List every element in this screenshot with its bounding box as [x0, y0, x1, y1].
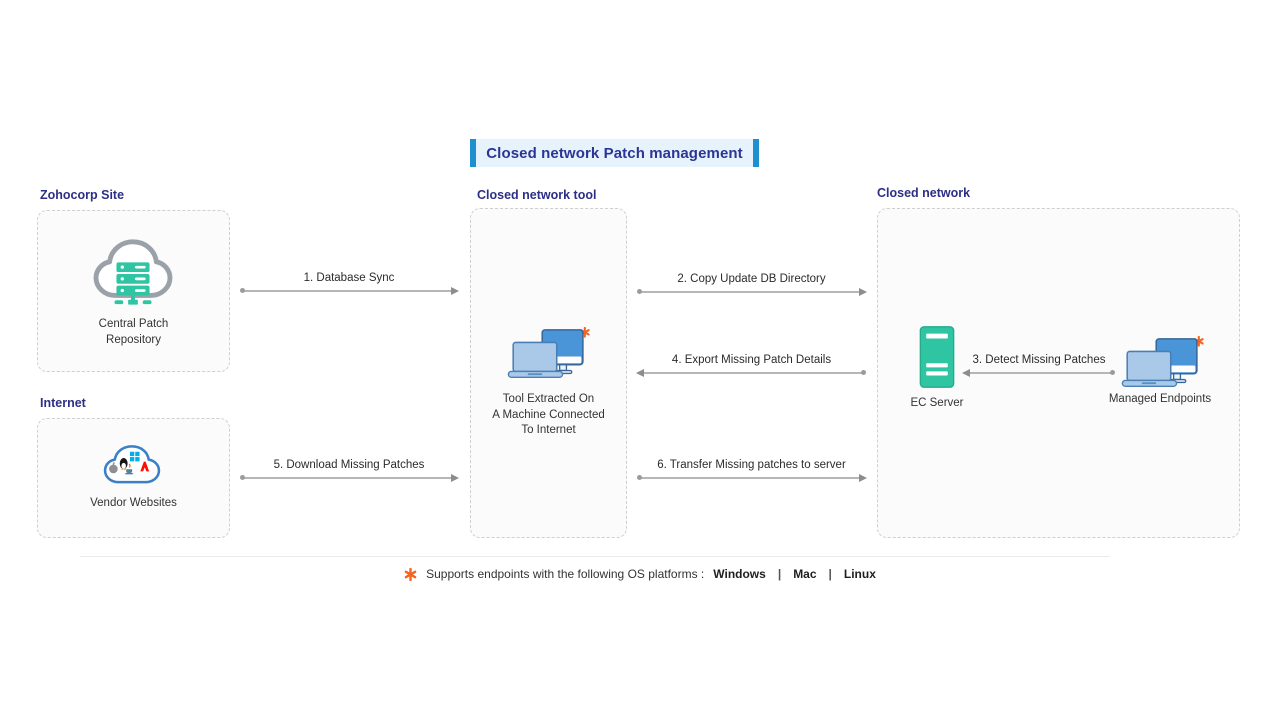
adobe-logo: [140, 461, 150, 472]
footer-note: Supports endpoints with the following OS…: [0, 567, 1280, 581]
arrow-tail-dot: [1110, 370, 1115, 376]
arrow-line: [639, 291, 864, 293]
arrow-line: [242, 477, 456, 479]
arrow-tail-dot: [240, 475, 245, 481]
asterisk-icon: [404, 567, 417, 581]
arrow-download-missing-patches: 5. Download Missing Patches: [240, 459, 459, 482]
arrow-tail-dot: [861, 370, 866, 376]
arrow-tail-dot: [637, 289, 642, 295]
platform-separator: |: [828, 567, 832, 581]
internet-heading: Internet: [40, 396, 86, 410]
arrow-tail-dot: [240, 288, 245, 294]
laptop-monitor-icon: [507, 326, 591, 391]
zohocorp-site-heading: Zohocorp Site: [40, 188, 125, 202]
arrow-head: [859, 473, 867, 482]
tool-extracted-label: Tool Extracted On A Machine Connected To…: [492, 393, 605, 437]
arrow-label: 3. Detect Missing Patches: [972, 354, 1106, 366]
arrow-copy-update-db: 2. Copy Update DB Directory: [637, 273, 867, 296]
arrow-line: [242, 290, 456, 292]
platform-mac: Mac: [793, 567, 817, 581]
title-right-bar: [753, 139, 759, 167]
closed-network-heading: Closed network: [877, 186, 971, 200]
arrow-detect-missing-patches: 3. Detect Missing Patches: [962, 354, 1115, 377]
arrow-label: 1. Database Sync: [303, 272, 395, 284]
arrow-transfer-missing-patches: 6. Transfer Missing patches to server: [637, 459, 867, 482]
laptop-monitor-icon: [1121, 335, 1205, 400]
diagram-title: Closed network Patch management: [486, 144, 743, 162]
platform-separator: |: [777, 567, 782, 581]
arrow-head: [962, 368, 970, 377]
arrow-label: 5. Download Missing Patches: [273, 459, 425, 471]
footer-note-text: Supports endpoints with the following OS…: [426, 567, 705, 581]
platform-windows: Windows: [713, 567, 766, 581]
arrow-label: 2. Copy Update DB Directory: [677, 273, 826, 285]
ec-server-label: EC Server: [910, 397, 964, 409]
arrow-head: [451, 286, 459, 295]
footer-divider: [80, 556, 1110, 557]
arrow-tail-dot: [637, 475, 642, 481]
linux-logo: [119, 458, 128, 470]
arrow-label: 6. Transfer Missing patches to server: [657, 459, 846, 471]
diagram-title-banner: Closed network Patch management: [470, 139, 759, 167]
arrow-head: [859, 287, 867, 296]
arrow-database-sync: 1. Database Sync: [240, 272, 459, 295]
title-left-bar: [470, 139, 476, 167]
apple-logo: [109, 462, 118, 474]
managed-endpoints-label: Managed Endpoints: [1108, 393, 1212, 405]
arrow-line: [639, 372, 864, 374]
arrow-line: [965, 372, 1113, 374]
server-tower-icon: [919, 325, 955, 394]
arrow-line: [639, 477, 864, 479]
java-logo: [125, 463, 134, 475]
arrow-label: 4. Export Missing Patch Details: [671, 354, 832, 366]
closed-network-tool-heading: Closed network tool: [477, 188, 597, 202]
platform-linux: Linux: [843, 567, 876, 581]
vendor-cloud-icon: [99, 441, 166, 495]
cloud-server-icon: [89, 237, 177, 316]
vendor-websites-label: Vendor Websites: [90, 497, 177, 509]
arrow-head: [451, 473, 459, 482]
arrow-export-missing-patch: 4. Export Missing Patch Details: [636, 354, 866, 377]
windows-logo: [129, 451, 140, 462]
arrow-head: [636, 368, 644, 377]
central-patch-repository-label: Central Patch Repository: [98, 318, 169, 346]
